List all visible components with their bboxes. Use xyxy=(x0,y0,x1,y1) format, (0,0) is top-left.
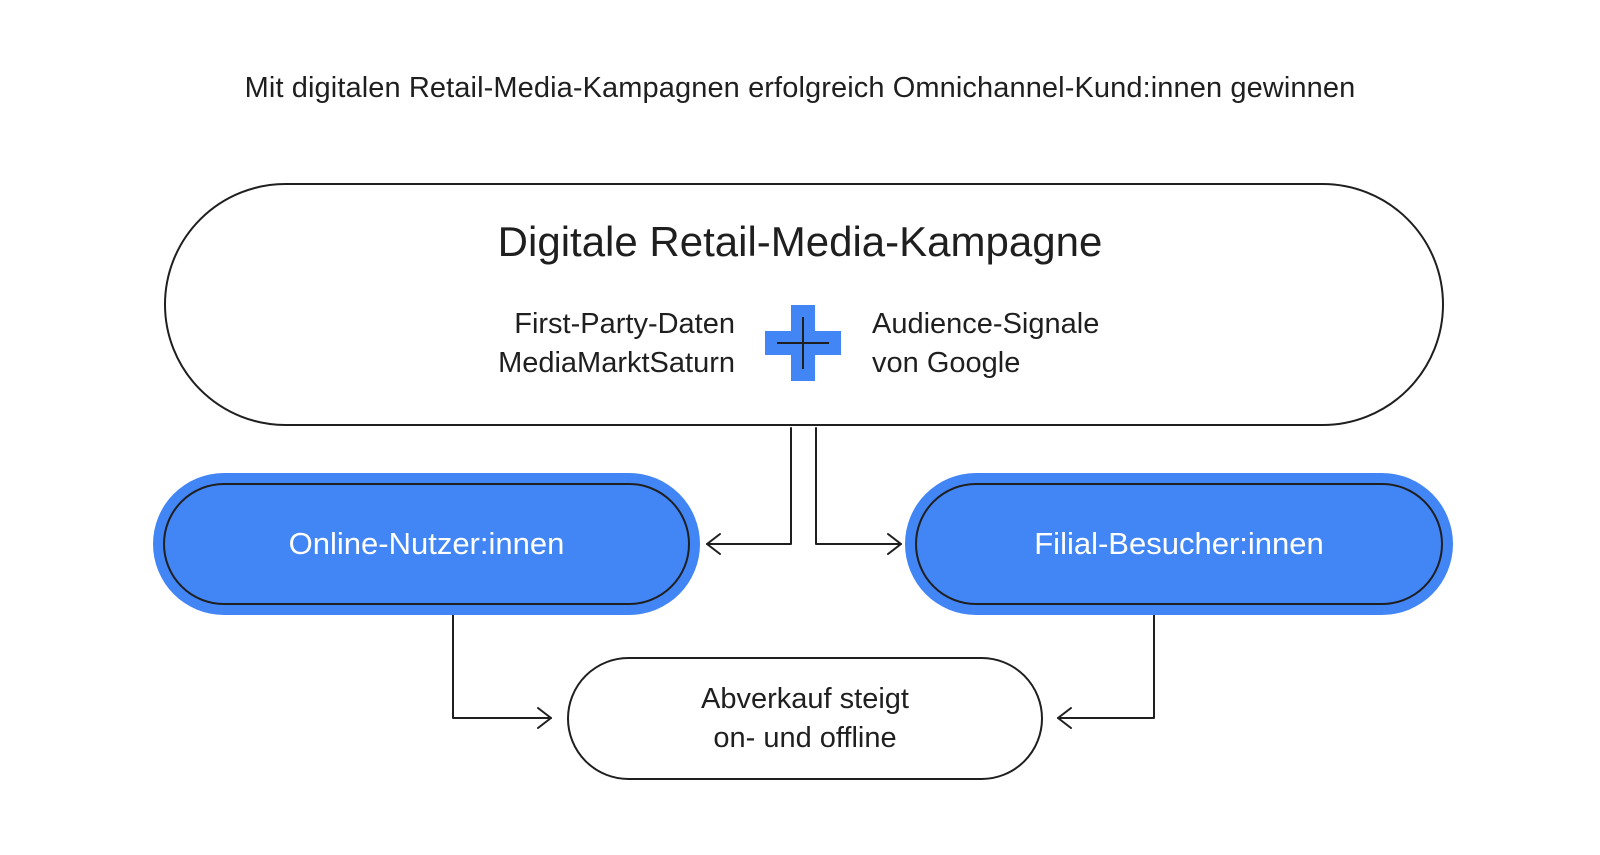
store-visitors-node: Filial-Besucher:innen xyxy=(905,473,1453,615)
online-users-node: Online-Nutzer:innen xyxy=(153,473,700,615)
arrowhead-result-left xyxy=(537,707,552,729)
audience-signals-line-1: Audience-Signale xyxy=(872,308,1100,340)
result-node: Abverkauf steigt on- und offline xyxy=(567,657,1043,780)
result-line-2: on- und offline xyxy=(713,721,897,754)
result-line-1: Abverkauf steigt xyxy=(701,682,909,715)
connector-store-result xyxy=(1057,607,1155,719)
plus-icon xyxy=(765,305,841,381)
arrowhead-result-right xyxy=(1057,707,1072,729)
diagram-title: Mit digitalen Retail-Media-Kampagnen erf… xyxy=(244,72,1356,104)
store-visitors-inner: Filial-Besucher:innen xyxy=(915,483,1443,605)
campaign-title: Digitale Retail-Media-Kampagne xyxy=(497,218,1103,265)
online-users-inner: Online-Nutzer:innen xyxy=(163,483,690,605)
connector-campaign-online xyxy=(706,427,792,545)
store-visitors-label: Filial-Besucher:innen xyxy=(1034,526,1324,561)
first-party-data-line-1: First-Party-Daten xyxy=(514,308,735,340)
online-users-label: Online-Nutzer:innen xyxy=(288,526,565,561)
campaign-node xyxy=(164,183,1444,426)
audience-signals-line-2: von Google xyxy=(872,347,1021,379)
first-party-data-line-2: MediaMarktSaturn xyxy=(498,347,735,379)
connector-campaign-store xyxy=(815,427,902,545)
arrowhead-online xyxy=(706,533,721,555)
arrowhead-store xyxy=(887,533,902,555)
connector-online-result xyxy=(452,607,552,719)
first-party-data-label: First-Party-Daten MediaMarktSaturn xyxy=(390,305,735,383)
audience-signals-label: Audience-Signale von Google xyxy=(872,305,1232,383)
